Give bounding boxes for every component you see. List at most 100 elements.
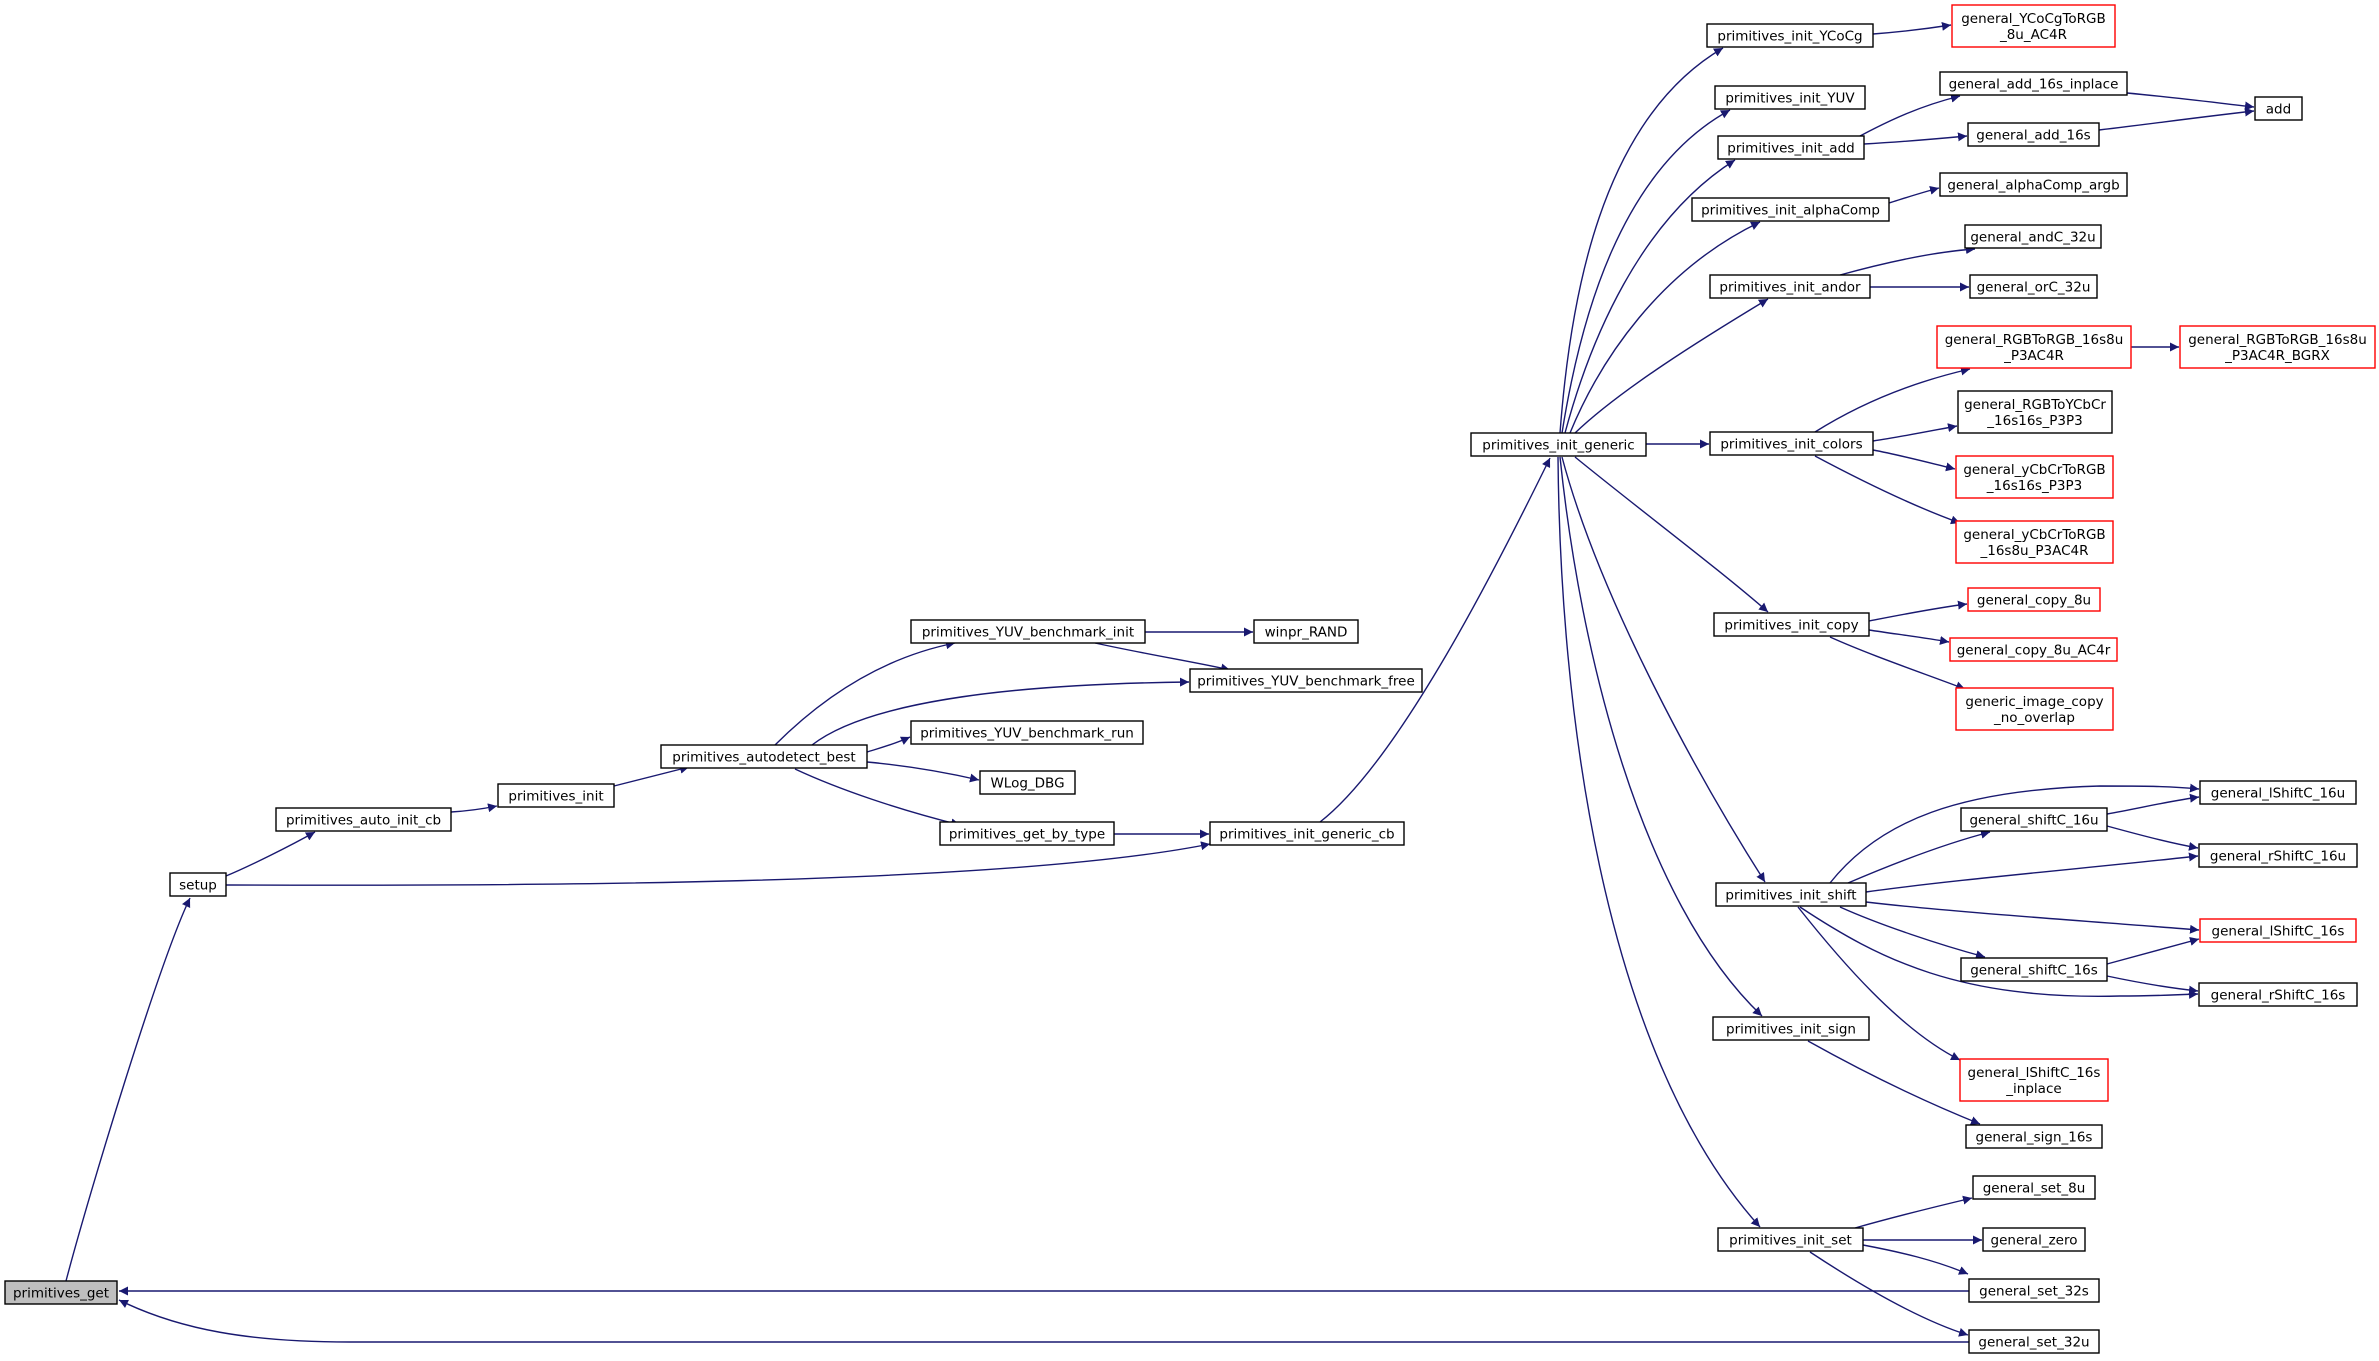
node-general_shiftC_16u[interactable]: general_shiftC_16u [1960, 807, 2108, 832]
node-general_orC_32u[interactable]: general_orC_32u [1969, 274, 2098, 299]
node-general_yCbCrToRGB_16s8u_P3AC4R[interactable]: general_yCbCrToRGB_16s8u_P3AC4R [1955, 520, 2114, 564]
node-general_rShiftC_16u[interactable]: general_rShiftC_16u [2198, 843, 2358, 868]
node-primitives_init[interactable]: primitives_init [497, 783, 615, 808]
node-primitives_get_by_type[interactable]: primitives_get_by_type [939, 821, 1115, 846]
node-general_YCoCgToRGB_8u_AC4R[interactable]: general_YCoCgToRGB_8u_AC4R [1951, 4, 2116, 48]
node-label: general_copy_8u [1977, 593, 2091, 609]
node-label: primitives_init_add [1727, 141, 1854, 157]
node-add[interactable]: add [2254, 96, 2303, 121]
node-primitives_autodetect_best[interactable]: primitives_autodetect_best [660, 744, 868, 769]
node-primitives_init_sign[interactable]: primitives_init_sign [1712, 1016, 1870, 1041]
edge-primitives_init_colors-to-general_RGBToRGB_16s8u_P3AC4R [1814, 366, 1971, 433]
node-general_sign_16s[interactable]: general_sign_16s [1965, 1124, 2103, 1149]
node-primitives_init_YCoCg[interactable]: primitives_init_YCoCg [1706, 23, 1874, 48]
node-box [2199, 918, 2357, 943]
node-box [1972, 1175, 2096, 1200]
node-setup[interactable]: setup [169, 872, 227, 897]
edge-primitives_init_generic-to-primitives_init_sign [1559, 456, 1763, 1017]
node-label: general_rShiftC_16s [2211, 988, 2346, 1004]
edge-primitives_init_YCoCg-to-general_YCoCgToRGB_8u_AC4R [1872, 21, 1952, 35]
node-primitives_init_add[interactable]: primitives_init_add [1717, 135, 1865, 160]
node-primitives_init_copy[interactable]: primitives_init_copy [1713, 612, 1870, 637]
edge-arrow [1868, 600, 1968, 622]
node-general_set_32s[interactable]: general_set_32s [1968, 1278, 2100, 1303]
node-primitives_init_alphaComp[interactable]: primitives_init_alphaComp [1691, 197, 1890, 222]
node-general_andC_32u[interactable]: general_andC_32u [1964, 224, 2102, 249]
node-primitives_get[interactable]: primitives_get [4, 1280, 118, 1305]
edge-arrow [1859, 93, 1961, 137]
node-primitives_init_generic_cb[interactable]: primitives_init_generic_cb [1209, 821, 1405, 846]
node-primitives_YUV_benchmark_free[interactable]: primitives_YUV_benchmark_free [1189, 668, 1423, 693]
node-label: winpr_RAND [1265, 625, 1348, 641]
node-primitives_init_generic[interactable]: primitives_init_generic [1470, 432, 1647, 457]
node-label: general_yCbCrToRGB [1963, 462, 2105, 478]
node-general_lShiftC_16u[interactable]: general_lShiftC_16u [2199, 780, 2357, 805]
node-general_set_8u[interactable]: general_set_8u [1972, 1175, 2096, 1200]
node-general_zero[interactable]: general_zero [1982, 1227, 2086, 1252]
node-label: _P3AC4R [2003, 348, 2064, 364]
node-label: general_shiftC_16u [1969, 813, 2098, 829]
node-primitives_init_set[interactable]: primitives_init_set [1717, 1227, 1864, 1252]
edge-primitives_init_shift-to-general_lShiftC_16u [1829, 783, 2200, 884]
node-box [1968, 1329, 2100, 1354]
edge-arrow [1559, 456, 1763, 1017]
node-primitives_init_shift[interactable]: primitives_init_shift [1715, 882, 1867, 907]
edge-general_shiftC_16s-to-general_lShiftC_16s [2106, 937, 2200, 965]
node-general_copy_8u_AC4r[interactable]: general_copy_8u_AC4r [1949, 637, 2118, 662]
edge-primitives_init_generic-to-primitives_init_YCoCg [1559, 47, 1724, 434]
node-general_RGBToRGB_16s8u_P3AC4R[interactable]: general_RGBToRGB_16s8u_P3AC4R [1936, 325, 2132, 369]
node-general_copy_8u[interactable]: general_copy_8u [1967, 587, 2101, 612]
edge-primitives_init-to-primitives_autodetect_best [613, 764, 690, 787]
node-primitives_YUV_benchmark_init[interactable]: primitives_YUV_benchmark_init [910, 619, 1146, 644]
edge-arrow [1839, 245, 1976, 276]
node-winpr_RAND[interactable]: winpr_RAND [1253, 619, 1359, 644]
node-general_yCbCrToRGB_16s16s_P3P3[interactable]: general_yCbCrToRGB_16s16s_P3P3 [1955, 455, 2114, 499]
edge-arrow [118, 1299, 1969, 1343]
node-general_RGBToYCbCr_16s16s_P3P3[interactable]: general_RGBToYCbCr_16s16s_P3P3 [1957, 390, 2113, 434]
node-box [1955, 687, 2114, 731]
edge-primitives_init_set-to-general_set_32s [1862, 1244, 1969, 1275]
node-WLog_DBG[interactable]: WLog_DBG [979, 770, 1076, 795]
node-general_RGBToRGB_16s8u_P3AC4R_BGRX[interactable]: general_RGBToRGB_16s8u_P3AC4R_BGRX [2179, 325, 2376, 369]
edge-primitives_init_generic-to-primitives_init_andor [1574, 298, 1769, 434]
node-box [1706, 23, 1874, 48]
node-label: primitives_auto_init_cb [286, 813, 441, 829]
node-box [1253, 619, 1359, 644]
node-general_add_16s[interactable]: general_add_16s [1967, 122, 2100, 147]
node-general_add_16s_inplace[interactable]: general_add_16s_inplace [1939, 71, 2128, 96]
node-primitives_YUV_benchmark_run[interactable]: primitives_YUV_benchmark_run [910, 720, 1144, 745]
edge-primitives_init_copy-to-general_copy_8u [1868, 600, 1968, 622]
node-primitives_auto_init_cb[interactable]: primitives_auto_init_cb [275, 807, 452, 832]
node-general_alphaComp_argb[interactable]: general_alphaComp_argb [1939, 172, 2128, 197]
edge-setup-to-primitives_auto_init_cb [225, 831, 316, 877]
node-box [1209, 821, 1405, 846]
node-generic_image_copy_no_overlap[interactable]: generic_image_copy_no_overlap [1955, 687, 2114, 731]
node-box [2254, 96, 2303, 121]
edge-arrow [1569, 221, 1761, 434]
node-label: general_zero [1991, 1233, 2078, 1249]
node-box [1709, 431, 1874, 456]
edge-arrow [2106, 975, 2199, 995]
edge-arrow [1807, 1040, 1981, 1125]
edge-arrow [866, 761, 980, 783]
node-primitives_init_colors[interactable]: primitives_init_colors [1709, 431, 1874, 456]
node-general_lShiftC_16s_inplace[interactable]: general_lShiftC_16s_inplace [1959, 1058, 2109, 1102]
edge-arrow [1319, 457, 1551, 823]
node-general_lShiftC_16s[interactable]: general_lShiftC_16s [2199, 918, 2357, 943]
node-box [660, 744, 868, 769]
edge-arrow [1564, 159, 1736, 434]
node-box [169, 872, 227, 897]
node-general_set_32u[interactable]: general_set_32u [1968, 1329, 2100, 1354]
node-box [1712, 1016, 1870, 1041]
node-general_rShiftC_16s[interactable]: general_rShiftC_16s [2198, 982, 2358, 1007]
node-primitives_init_YUV[interactable]: primitives_init_YUV [1714, 85, 1866, 110]
node-label: _16s16s_P3P3 [1986, 413, 2082, 429]
edge-primitives_init_colors-to-general_yCbCrToRGB_16s8u_P3AC4R [1814, 455, 1961, 525]
node-box [1965, 1124, 2103, 1149]
edge-primitives_init_generic-to-primitives_init_copy [1574, 456, 1769, 613]
node-label: general_rShiftC_16u [2210, 849, 2346, 865]
edge-primitives_init_shift-to-general_rShiftC_16u [1865, 852, 2199, 893]
node-box [979, 770, 1076, 795]
node-primitives_init_andor[interactable]: primitives_init_andor [1709, 274, 1871, 299]
node-general_shiftC_16s[interactable]: general_shiftC_16s [1960, 957, 2108, 982]
